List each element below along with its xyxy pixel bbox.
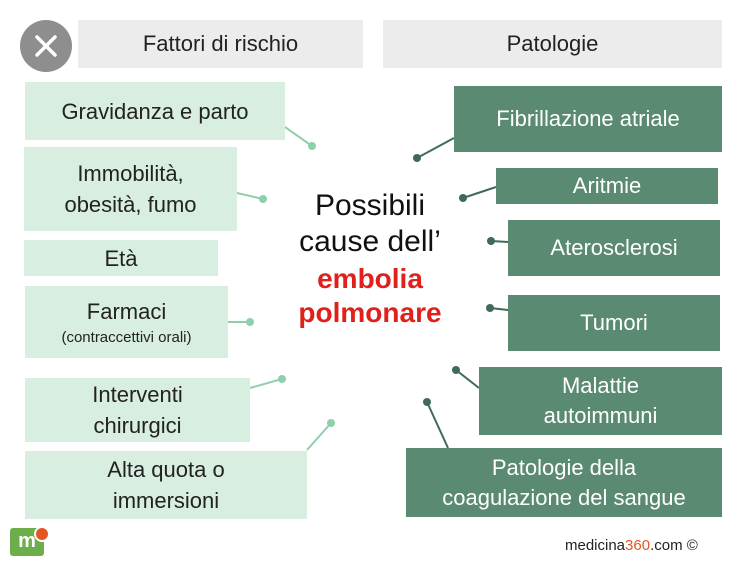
- connector-immobilita: [236, 192, 264, 200]
- pathology-tumori: Tumori: [508, 295, 720, 351]
- connector-gravidanza: [284, 126, 313, 147]
- risk-factor-label: Immobilità,: [77, 161, 184, 186]
- risk-factor-label: Gravidanza e parto: [61, 98, 249, 124]
- connector-dot-aritmie: [459, 194, 467, 202]
- risk-factor-label: Alta quota o: [107, 457, 225, 482]
- pathology-label: Malattie: [561, 373, 640, 398]
- risk-factor-label: obesità, fumo: [64, 192, 197, 217]
- header-pathologies: Patologie: [383, 20, 722, 68]
- connector-fibrillazione: [416, 137, 455, 159]
- pathology-label: Aritmie: [572, 173, 642, 198]
- close-icon: [35, 35, 57, 57]
- risk-factor-eta: Età: [24, 240, 218, 276]
- connector-dot-malattie: [452, 366, 460, 374]
- risk-factor-interventi: Interventi chirurgici: [25, 378, 250, 442]
- risk-factor-label: Età: [104, 245, 138, 271]
- pathology-label: coagulazione del sangue: [442, 484, 686, 510]
- risk-factor-label: immersioni: [112, 488, 220, 513]
- logo-letter: m: [18, 530, 36, 552]
- header-risk-factors-label: Fattori di rischio: [142, 31, 299, 56]
- connector-dot-fibrillazione: [413, 154, 421, 162]
- logo-dot-icon: [34, 526, 50, 542]
- footer-brand-number: 360: [625, 537, 651, 554]
- risk-factor-label: Farmaci: [86, 298, 167, 324]
- risk-factor-label: chirurgici: [93, 413, 182, 438]
- pathology-label: Fibrillazione atriale: [496, 106, 680, 131]
- center-line-1: Possibili: [314, 189, 426, 222]
- pathology-aterosclerosi: Aterosclerosi: [508, 220, 720, 276]
- connector-dot-aterosclerosi: [487, 237, 495, 245]
- connector-dot-interventi: [278, 375, 286, 383]
- risk-factor-farmaci: Farmaci (contraccettivi orali): [25, 286, 228, 358]
- connector-interventi: [249, 378, 283, 389]
- pathology-coagulazione: Patologie della coagulazione del sangue: [406, 448, 722, 517]
- header-risk-factors: Fattori di rischio: [78, 20, 363, 68]
- connector-alta-quota: [306, 422, 332, 451]
- pathology-label: Aterosclerosi: [550, 235, 678, 260]
- risk-factor-immobilita: Immobilità, obesità, fumo: [24, 147, 237, 231]
- pathology-aritmie: Aritmie: [496, 168, 718, 204]
- connector-dot-farmaci: [246, 318, 254, 326]
- connector-dot-gravidanza: [308, 142, 316, 150]
- connector-dot-immobilita: [259, 195, 267, 203]
- pathology-label: Patologie della: [491, 454, 637, 480]
- footer-brand-prefix: medicina: [565, 537, 626, 554]
- center-line-2: cause dell’: [299, 225, 441, 258]
- connector-coagulazione: [426, 401, 449, 449]
- pathology-malattie-autoimmuni: Malattie autoimmuni: [479, 367, 722, 435]
- risk-factor-alta-quota: Alta quota o immersioni: [25, 451, 307, 519]
- header-pathologies-label: Patologie: [506, 31, 599, 56]
- risk-factor-label: Interventi: [92, 382, 183, 407]
- pathology-fibrillazione: Fibrillazione atriale: [454, 86, 722, 152]
- center-title: Possibili cause dell’ embolia polmonare: [270, 188, 470, 330]
- pathology-label: Tumori: [580, 310, 648, 335]
- risk-factor-note: (contraccettivi orali): [61, 328, 192, 346]
- connector-aritmie: [462, 186, 497, 199]
- connector-malattie: [455, 369, 480, 389]
- risk-factor-gravidanza: Gravidanza e parto: [25, 82, 285, 140]
- pathology-label: autoimmuni: [543, 403, 658, 428]
- medicina360-logo-icon: m: [10, 528, 44, 556]
- connector-dot-coagulazione: [423, 398, 431, 406]
- footer-brand-suffix: .com ©: [650, 537, 698, 554]
- center-emphasis-1: embolia: [317, 263, 423, 294]
- center-emphasis-2: polmonare: [298, 297, 442, 328]
- footer-brand: medicina360.com ©: [565, 537, 698, 554]
- connector-dot-alta-quota: [327, 419, 335, 427]
- close-button[interactable]: [20, 20, 72, 72]
- connector-dot-tumori: [486, 304, 494, 312]
